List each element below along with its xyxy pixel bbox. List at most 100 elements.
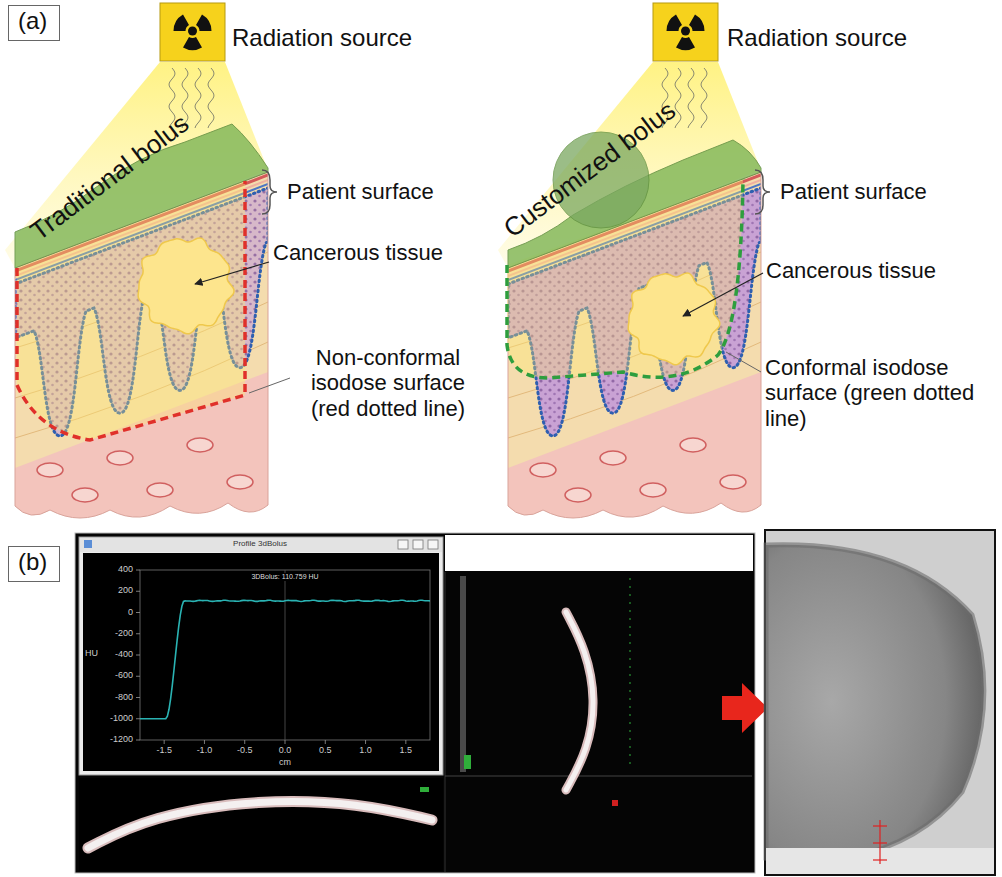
axis-tick-label: 200: [93, 585, 133, 595]
y-tick: [136, 633, 140, 634]
tissue-leader: [195, 262, 269, 284]
blood-vessel: [37, 463, 63, 477]
isodose-leader: [249, 378, 290, 393]
radiation-wave: [208, 68, 214, 128]
tissue-label: Cancerous tissue: [766, 258, 966, 283]
radiation-source-box: [160, 3, 225, 61]
axis-tick-label: -400: [93, 649, 133, 659]
y-tick: [136, 612, 140, 613]
screenshot: [75, 533, 755, 873]
axis-tick-label: 1.5: [391, 745, 421, 755]
source-label: Radiation source: [727, 24, 942, 52]
trefoil-blade: [196, 15, 212, 31]
bolus-label: Traditional bolus: [13, 100, 207, 256]
blood-vessel: [107, 451, 133, 465]
blood-vessel: [187, 438, 213, 452]
xray-marker: [873, 842, 887, 843]
y-tick: [136, 718, 140, 719]
window-button: [413, 540, 423, 549]
view-marker: [420, 787, 429, 792]
blood-vessel: [147, 483, 173, 497]
blood-vessel: [720, 475, 746, 489]
xray-marker: [873, 825, 887, 826]
surface-label: Patient surface: [287, 179, 477, 204]
y-tick: [136, 655, 140, 656]
blood-vessel: [680, 438, 706, 452]
radiation-source-box: [653, 3, 718, 61]
axis-tick-label: -600: [93, 670, 133, 680]
radiation-wave: [195, 68, 201, 128]
axis-tick-label: -1.5: [149, 745, 179, 755]
source-label: Radiation source: [232, 24, 447, 52]
x-tick: [164, 740, 165, 744]
radiation-wave: [688, 68, 694, 128]
x-tick: [285, 740, 286, 744]
axis-tick-label: -200: [93, 628, 133, 638]
axis-tick-label: 400: [93, 564, 133, 574]
axis-tick-label: -1.0: [189, 745, 219, 755]
tissue-leader: [683, 273, 763, 316]
panel-label: (a): [18, 7, 50, 36]
toolbar-strip: [445, 535, 753, 571]
window-title-bar: [80, 538, 442, 552]
axis-title: HU: [85, 648, 105, 658]
panel-label: (b): [18, 548, 50, 577]
blood-vessel: [640, 483, 666, 497]
axis-tick-label: 0.5: [310, 745, 340, 755]
trefoil-blade: [667, 15, 683, 31]
y-tick: [136, 740, 140, 741]
isodose-label: Non-conformal isodose surface (red dotte…: [293, 345, 483, 421]
isodose-label: Conformal isodose surface (green dotted …: [765, 355, 980, 431]
hu-profile-curve: [140, 600, 430, 719]
tissue-label: Cancerous tissue: [273, 240, 473, 265]
view-divider: [445, 776, 752, 777]
xray-image: [765, 530, 995, 875]
y-tick: [136, 697, 140, 698]
illustration-panel: [0, 3, 290, 530]
surface-label: Patient surface: [780, 179, 970, 204]
blood-vessel: [227, 475, 253, 489]
window-icon: [84, 540, 92, 548]
trefoil-blade: [174, 15, 190, 31]
x-tick: [325, 740, 326, 744]
blood-vessel: [72, 488, 98, 502]
axis-tick-label: 1.0: [351, 745, 381, 755]
y-tick: [136, 676, 140, 677]
y-tick: [136, 591, 140, 592]
axis-tick-label: -1200: [93, 734, 133, 744]
trefoil-center: [188, 27, 197, 36]
y-tick: [136, 570, 140, 571]
plot-frame: [140, 570, 430, 740]
panel-label-box: (b): [8, 546, 60, 582]
profile-window: [79, 537, 443, 775]
panel-label-box: (a): [8, 5, 60, 41]
isodose-leader: [726, 352, 761, 372]
bolus-section-outline: [88, 801, 432, 848]
surface-bracket: [755, 170, 770, 214]
tumour: [628, 273, 720, 365]
sagittal-slider: [460, 576, 466, 772]
view-marker: [612, 800, 618, 806]
window-button: [398, 540, 408, 549]
x-tick: [365, 740, 366, 744]
xray-dome: [766, 545, 984, 858]
axis-title: cm: [270, 757, 300, 767]
trefoil-blade: [183, 37, 202, 50]
surface-bracket: [262, 170, 277, 214]
bolus-label: Customized bolus: [493, 92, 687, 248]
bolus-sagittal: [566, 612, 593, 790]
red-arrow: [722, 683, 768, 733]
blood-vessel: [530, 463, 556, 477]
xray-marker: [873, 859, 887, 860]
bolus-section: [88, 801, 432, 848]
view-crosshair: [630, 578, 631, 770]
tissue-outline: [508, 172, 761, 518]
zero-line: [285, 570, 286, 740]
trefoil-blade: [676, 37, 695, 50]
trefoil-center: [681, 27, 690, 36]
profile-readout: 3DBolus: 110.759 HU: [249, 573, 320, 581]
radiation-wave: [701, 68, 707, 128]
x-tick: [204, 740, 205, 744]
x-tick: [244, 740, 245, 744]
